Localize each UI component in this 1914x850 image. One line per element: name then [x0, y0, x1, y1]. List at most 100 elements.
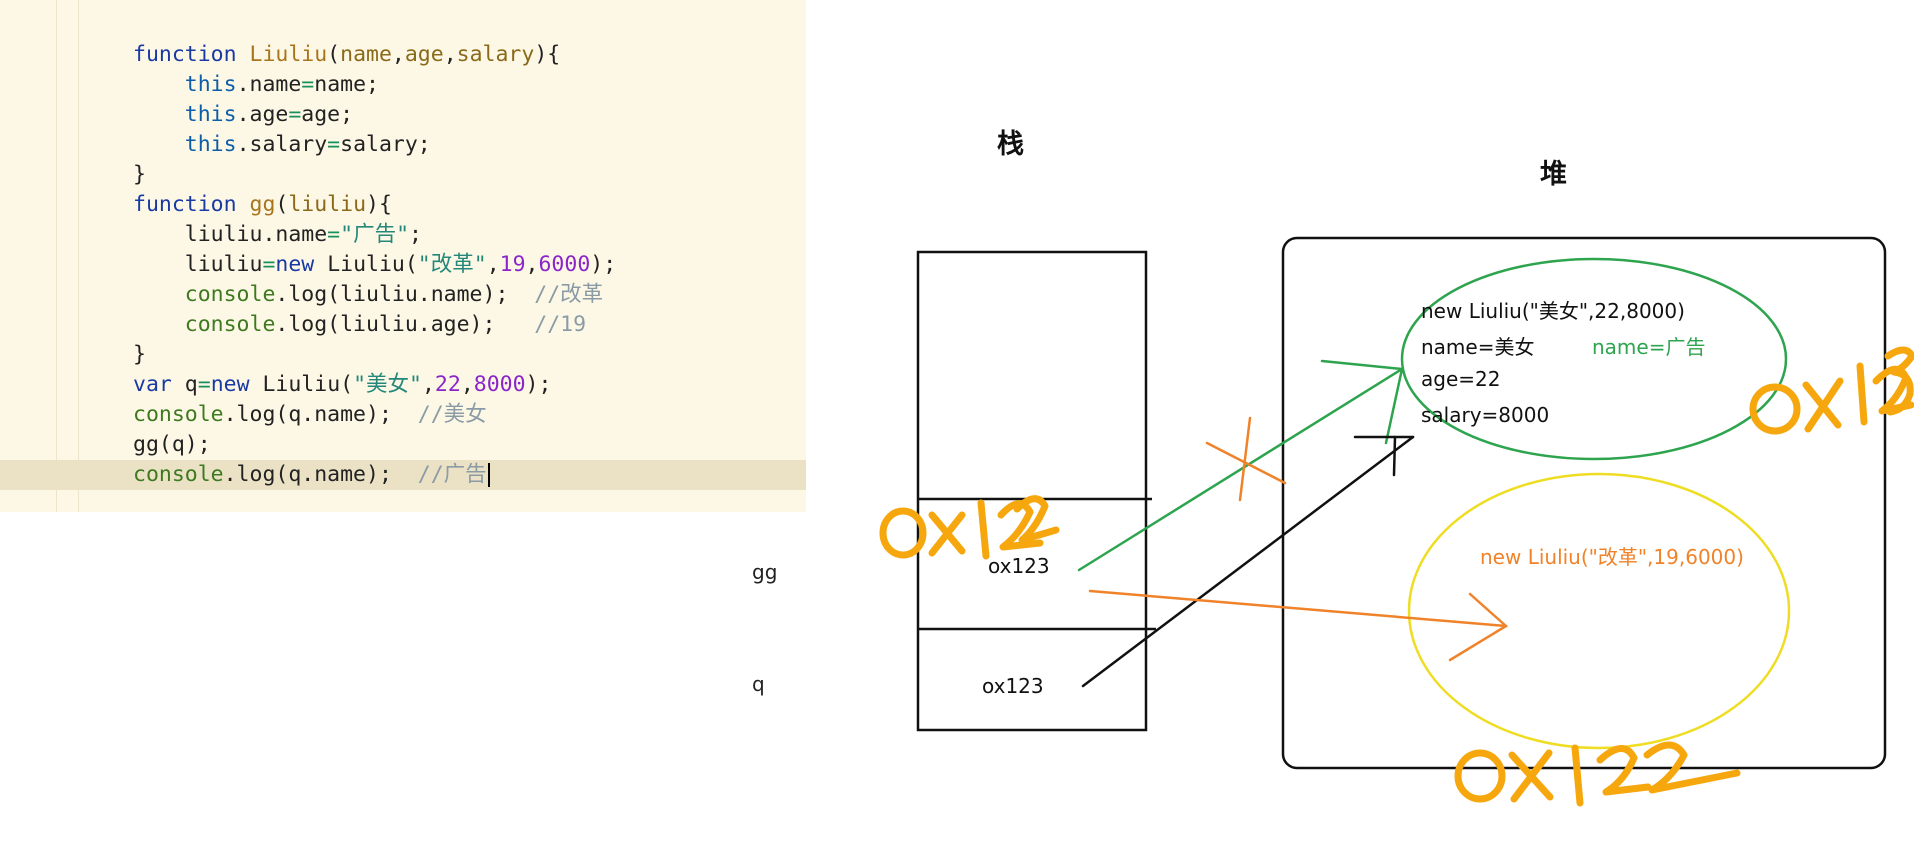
heap-title: 堆 — [1540, 159, 1567, 190]
code-token: .log(liuliu.age); — [275, 312, 535, 337]
heap-object1-age: age=22 — [1421, 367, 1501, 391]
code-token: function — [133, 42, 250, 67]
code-token: 22 — [434, 372, 461, 397]
code-token: 19 — [499, 252, 526, 277]
heap-object1-salary: salary=8000 — [1421, 403, 1550, 427]
code-line: console.log(q.name); //广告 — [133, 460, 490, 490]
code-token: name — [340, 42, 392, 67]
orange-cross — [1205, 416, 1287, 502]
code-token: = — [301, 72, 315, 97]
green-arrow — [1077, 359, 1404, 572]
code-line: gg(q); — [133, 430, 211, 460]
code-token: function — [133, 192, 250, 217]
code-token: .log(q.name); — [223, 462, 418, 487]
code-token: , — [421, 372, 435, 397]
code-token: ; — [409, 222, 422, 247]
code-token: age; — [301, 102, 354, 127]
code-line: function Liuliu(name,age,salary){ — [133, 40, 560, 70]
stack-cell-gg-value: ox123 — [988, 554, 1050, 578]
code-editor[interactable]: function Liuliu(name,age,salary){ this.n… — [0, 0, 806, 512]
heap-box — [1281, 236, 1887, 770]
code-token: = — [262, 252, 276, 277]
code-token: .salary — [236, 132, 328, 157]
code-token: "美女" — [353, 372, 422, 397]
code-token: , — [443, 42, 457, 67]
code-token: = — [327, 132, 341, 157]
code-line: } — [133, 340, 146, 370]
code-token: gg — [249, 192, 276, 217]
code-token: console — [133, 402, 224, 427]
code-token: var — [133, 372, 185, 397]
code-token: //改革 — [534, 282, 604, 307]
code-token: } — [133, 342, 146, 367]
code-token: new — [210, 372, 263, 397]
heap-object-green — [1400, 257, 1788, 461]
code-token: //19 — [534, 312, 587, 337]
code-token: console — [184, 312, 276, 337]
heap-object2-constructor: new Liuliu("改革",19,6000) — [1480, 545, 1744, 569]
code-line: liuliu.name="广告"; — [133, 220, 422, 250]
code-token: ( — [327, 42, 341, 67]
code-token: ); — [525, 372, 552, 397]
gutter-divider — [56, 0, 57, 512]
code-token: //美女 — [417, 402, 487, 427]
code-token: .age — [236, 102, 289, 127]
code-token: liuliu — [288, 192, 367, 217]
code-token: age — [404, 42, 444, 67]
code-token: 6000 — [538, 252, 591, 277]
code-token: console — [184, 282, 276, 307]
code-token: .log(q.name); — [223, 402, 418, 427]
code-line: this.salary=salary; — [133, 130, 431, 160]
stack-title: 栈 — [997, 129, 1024, 160]
code-token: name; — [314, 72, 379, 97]
code-token: = — [327, 222, 341, 247]
code-line: liuliu=new Liuliu("改革",19,6000); — [133, 250, 616, 280]
current-line-highlight — [0, 460, 806, 490]
code-line: console.log(liuliu.name); //改革 — [133, 280, 603, 310]
orange-arrow — [1088, 589, 1509, 662]
code-token: this — [184, 132, 237, 157]
code-token: ){ — [366, 192, 392, 217]
heap-object1-name: name=美女 — [1421, 335, 1535, 359]
code-line: console.log(q.name); //美女 — [133, 400, 487, 430]
code-line: } — [133, 160, 146, 190]
code-token: Liuliu( — [262, 372, 354, 397]
code-token: = — [288, 102, 302, 127]
handwritten-ox123 — [1749, 346, 1914, 435]
heap-object1-name-new: name=广告 — [1592, 335, 1706, 359]
code-token: .name — [236, 72, 302, 97]
code-token: liuliu — [133, 252, 263, 277]
handwritten-ox122-left — [879, 495, 1060, 560]
code-token: = — [197, 372, 211, 397]
code-line: console.log(liuliu.age); //19 — [133, 310, 586, 340]
code-token: salary — [456, 42, 535, 67]
text-caret — [487, 463, 490, 487]
code-token: 8000 — [473, 372, 526, 397]
code-token: } — [133, 162, 146, 187]
code-token: ); — [590, 252, 617, 277]
code-token: , — [391, 42, 405, 67]
code-token: this — [184, 72, 237, 97]
heap-object1-constructor: new Liuliu("美女",22,8000) — [1421, 299, 1685, 323]
code-token: , — [460, 372, 474, 397]
code-token: //广告 — [417, 462, 487, 487]
code-token: , — [525, 252, 539, 277]
code-token: salary; — [340, 132, 431, 157]
gutter-divider — [78, 0, 79, 512]
code-token: "广告" — [340, 222, 410, 247]
code-token: "改革" — [417, 252, 487, 277]
code-token: q — [184, 372, 198, 397]
heap-object-yellow — [1407, 472, 1791, 750]
stack-label-q: q — [752, 672, 765, 696]
code-token: Liuliu( — [327, 252, 418, 277]
stack-cell-q-value: ox123 — [982, 674, 1044, 698]
code-token: Liuliu — [249, 42, 328, 67]
code-token: new — [275, 252, 328, 277]
code-line: this.name=name; — [133, 70, 379, 100]
handwritten-ox122-bottom — [1454, 741, 1741, 807]
code-token: , — [486, 252, 500, 277]
stack-label-gg: gg — [752, 560, 778, 584]
code-token: console — [133, 462, 224, 487]
code-token: ( — [275, 192, 289, 217]
